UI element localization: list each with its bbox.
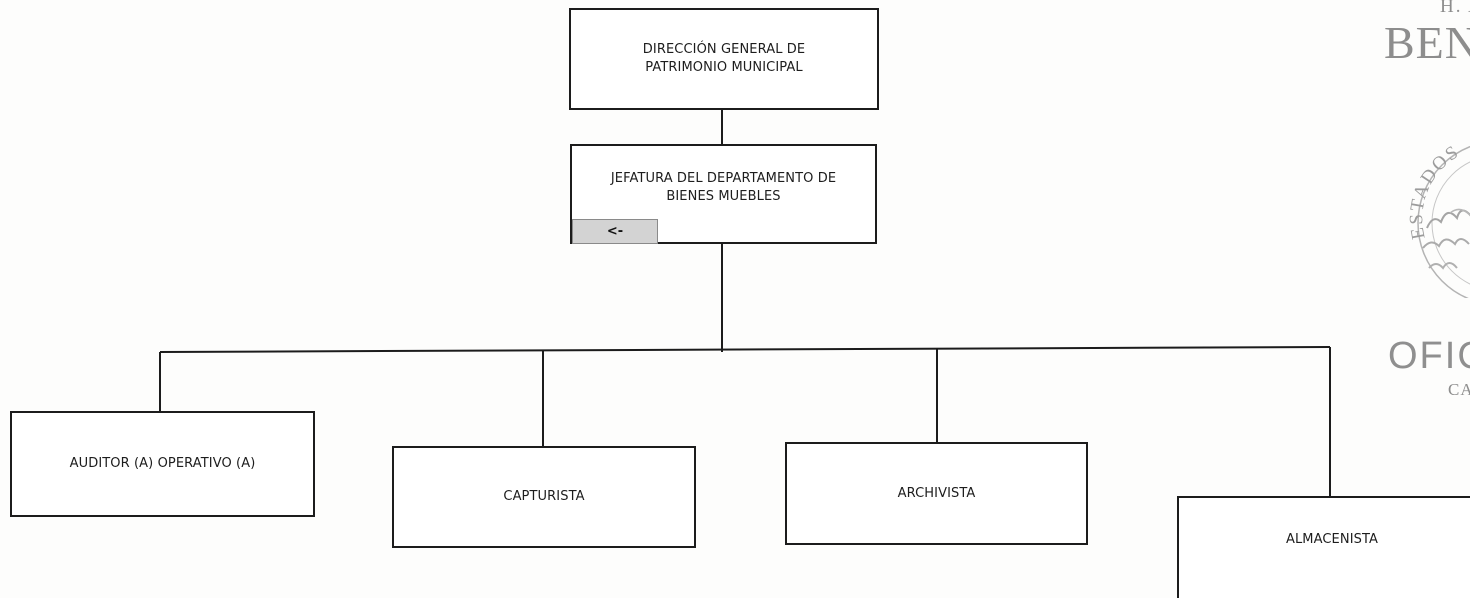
staff-label-capturista: CAPTURISTA	[503, 489, 585, 504]
staff-label-almacenista: ALMACENISTA	[1285, 532, 1379, 547]
stamp-office-subtext: CA	[1448, 380, 1470, 399]
staff-box-auditor: AUDITOR (A) OPERATIVO (A)	[10, 411, 315, 517]
connector-horizontal-bus	[159, 346, 1331, 353]
director-label: DIRECCIÓN GENERAL DE PATRIMONIO MUNICIPA…	[642, 42, 806, 75]
department-head-label: JEFATURA DEL DEPARTAMENTO DE BIENES MUEB…	[610, 171, 837, 204]
department-head-box: JEFATURA DEL DEPARTAMENTO DE BIENES MUEB…	[570, 144, 877, 244]
svg-text:ESTADOS: ESTADOS	[1406, 141, 1463, 241]
official-seal-icon: ESTADOS	[1406, 141, 1470, 298]
director-box: DIRECCIÓN GENERAL DE PATRIMONIO MUNICIPA…	[569, 8, 879, 110]
staff-label-auditor: AUDITOR (A) OPERATIVO (A)	[69, 456, 256, 471]
back-arrow-button[interactable]: <-	[572, 219, 658, 244]
stamp-header-small: H. A	[1440, 0, 1470, 17]
seal-arc-text: ESTADOS	[1406, 141, 1461, 241]
stamp-header-large: BEN	[1384, 17, 1470, 68]
staff-label-archivista: ARCHIVISTA	[897, 485, 976, 501]
staff-box-capturista: CAPTURISTA	[392, 446, 696, 548]
staff-box-archivista: ARCHIVISTA	[785, 442, 1088, 545]
staff-box-almacenista: ALMACENISTA	[1177, 496, 1470, 598]
